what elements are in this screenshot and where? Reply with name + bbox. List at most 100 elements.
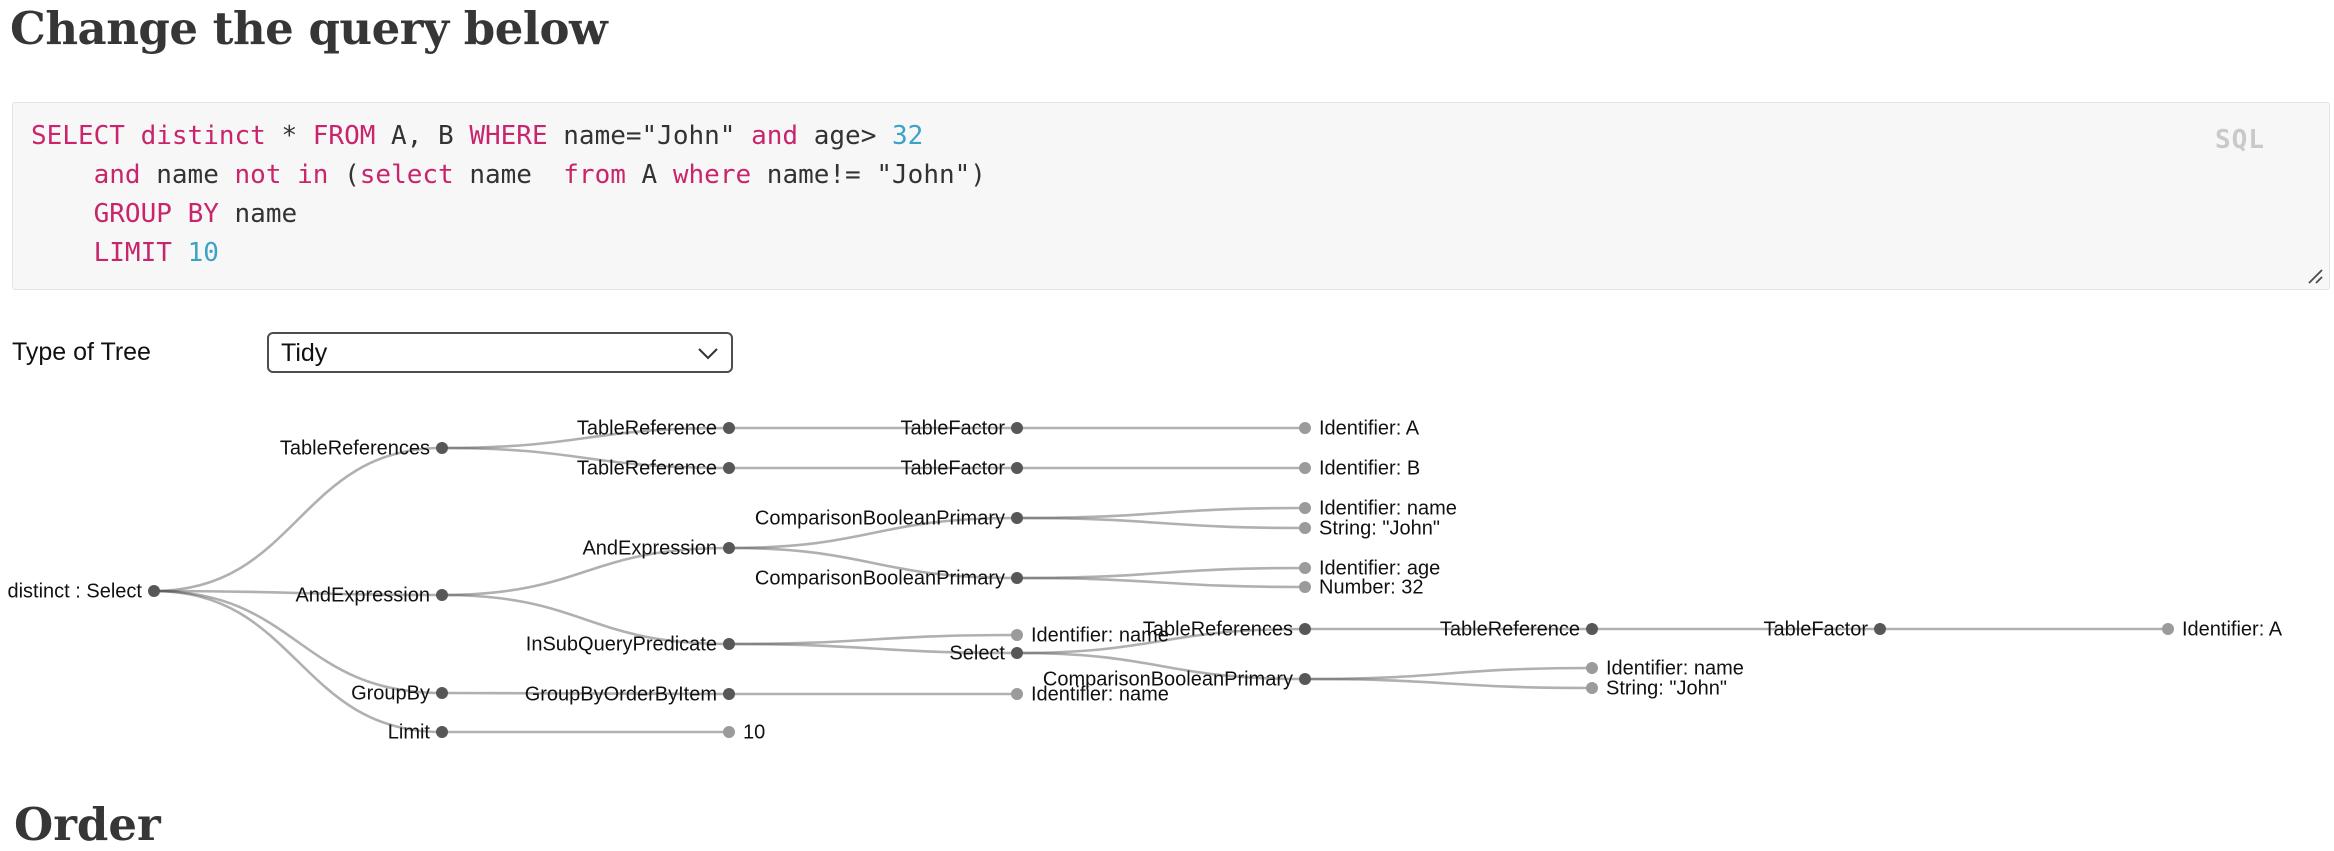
tree-type-select-wrap: Tidy [267, 332, 733, 373]
sql-token-kw: not [234, 160, 282, 190]
tree-node-dot[interactable] [436, 726, 448, 738]
sql-code-line[interactable]: LIMIT 10 [31, 234, 2311, 273]
tree-node-dot[interactable] [1011, 512, 1023, 524]
tree-node-label: TableFactor [901, 418, 1006, 440]
sql-token-pl: name="John" [547, 121, 752, 151]
tree-node-dot[interactable] [723, 638, 735, 650]
tree-edge [441, 546, 730, 597]
sql-code-text[interactable]: SELECT distinct * FROM A, B WHERE name="… [13, 103, 2329, 289]
sql-token-kw: WHERE [469, 121, 548, 151]
tree-node-dot[interactable] [1874, 623, 1886, 635]
sql-token-kw: select [359, 160, 454, 190]
tree-node-label: AndExpression [582, 538, 717, 560]
tree-node-label: Identifier: age [1319, 558, 1440, 580]
tree-edge [153, 589, 443, 734]
tree-edge [441, 426, 730, 450]
sql-token-kw: where [672, 160, 752, 190]
tree-node-label: Identifier: A [2182, 619, 2283, 641]
sql-token-pl: A, B [375, 121, 470, 151]
tree-node-label: TableReference [1440, 619, 1580, 641]
tree-node-dot[interactable] [436, 589, 448, 601]
tree-node-dot[interactable] [2162, 623, 2174, 635]
sql-token-pl: name [140, 160, 235, 190]
tree-node-dot[interactable] [1011, 629, 1023, 641]
tree-node-dot[interactable] [1586, 623, 1598, 635]
tree-edge [441, 446, 730, 470]
tree-node-dot[interactable] [148, 585, 160, 597]
tree-node-label: InSubQueryPredicate [526, 634, 717, 656]
sql-token-kw: BY [187, 199, 219, 229]
next-section-heading: Order [14, 798, 161, 851]
tree-node-dot[interactable] [1011, 688, 1023, 700]
tree-node-label: Identifier: name [1031, 625, 1169, 647]
sql-token-kw: in [297, 160, 329, 190]
tree-node-dot[interactable] [723, 462, 735, 474]
tree-edge [1016, 651, 1306, 681]
tree-node-dot[interactable] [436, 442, 448, 454]
sql-token-pl: name [218, 199, 298, 229]
sql-token-pl: * [265, 121, 313, 151]
parse-tree-diagram: distinct : SelectTableReferencesAndExpre… [7, 418, 2283, 744]
tree-edge [153, 589, 443, 695]
tree-node-dot[interactable] [1011, 572, 1023, 584]
tree-node-label: AndExpression [295, 585, 430, 607]
sql-token-pl: name [453, 160, 564, 190]
tree-node-dot[interactable] [1011, 422, 1023, 434]
tree-node-label: TableFactor [901, 458, 1006, 480]
tree-type-select[interactable]: Tidy [267, 332, 733, 373]
tree-edge [441, 691, 730, 696]
sql-code-line[interactable]: GROUP BY name [31, 195, 2311, 234]
tree-node-label: TableReference [577, 418, 717, 440]
tree-node-label: TableReferences [1143, 619, 1293, 641]
tree-node-label: String: "John" [1319, 518, 1440, 540]
tree-node-dot[interactable] [1586, 662, 1598, 674]
sql-token-pl: age> [798, 121, 892, 151]
sql-token-kw: and [93, 160, 141, 190]
tree-node-dot[interactable] [1299, 462, 1311, 474]
tree-node-label: GroupByOrderByItem [525, 684, 717, 706]
tree-node-dot[interactable] [1299, 623, 1311, 635]
tree-edge [1016, 516, 1306, 530]
sql-token-kw: GROUP [93, 199, 172, 229]
page-title: Change the query below [10, 2, 608, 55]
tree-node-dot[interactable] [1299, 581, 1311, 593]
tree-node-label: Identifier: A [1319, 418, 1420, 440]
tree-node-dot[interactable] [1011, 462, 1023, 474]
tree-edge [153, 446, 443, 593]
tree-node-dot[interactable] [723, 688, 735, 700]
sql-token-kw: distinct [140, 121, 266, 151]
tree-edge [153, 589, 443, 597]
tree-node-dot[interactable] [723, 422, 735, 434]
sql-token-pl: name!= "John") [751, 160, 986, 190]
tree-node-dot[interactable] [723, 726, 735, 738]
tree-edge [1016, 576, 1306, 589]
sql-token-num: 10 [187, 238, 219, 268]
tree-node-label: Identifier: B [1319, 458, 1420, 480]
tree-edge [1016, 627, 1306, 655]
sql-token-kw: from [563, 160, 626, 190]
tree-node-label: ComparisonBooleanPrimary [755, 508, 1005, 530]
sql-editor[interactable]: SELECT distinct * FROM A, B WHERE name="… [12, 102, 2330, 290]
tree-node-label: ComparisonBooleanPrimary [755, 568, 1005, 590]
tree-node-dot[interactable] [1299, 673, 1311, 685]
tree-node-label: Identifier: name [1606, 658, 1744, 680]
tree-node-label: TableFactor [1764, 619, 1869, 641]
tree-node-label: Identifier: name [1031, 684, 1169, 706]
tree-type-control: Type of Tree Tidy [12, 332, 733, 373]
sql-code-line[interactable]: SELECT distinct * FROM A, B WHERE name="… [31, 117, 2311, 156]
tree-node-dot[interactable] [1299, 422, 1311, 434]
sql-code-line[interactable]: and name not in (select name from A wher… [31, 156, 2311, 195]
tree-node-label: GroupBy [351, 683, 430, 705]
sql-token-kw: LIMIT [93, 238, 172, 268]
resize-handle-icon[interactable] [2306, 267, 2324, 285]
tree-node-dot[interactable] [1299, 522, 1311, 534]
tree-edge [728, 633, 1018, 646]
tree-node-dot[interactable] [1299, 502, 1311, 514]
tree-node-dot[interactable] [1011, 647, 1023, 659]
tree-edge [1016, 566, 1306, 580]
tree-node-dot[interactable] [1586, 682, 1598, 694]
tree-node-dot[interactable] [1299, 562, 1311, 574]
tree-node-dot[interactable] [723, 542, 735, 554]
tree-node-dot[interactable] [436, 687, 448, 699]
sql-token-kw: FROM [312, 121, 376, 151]
